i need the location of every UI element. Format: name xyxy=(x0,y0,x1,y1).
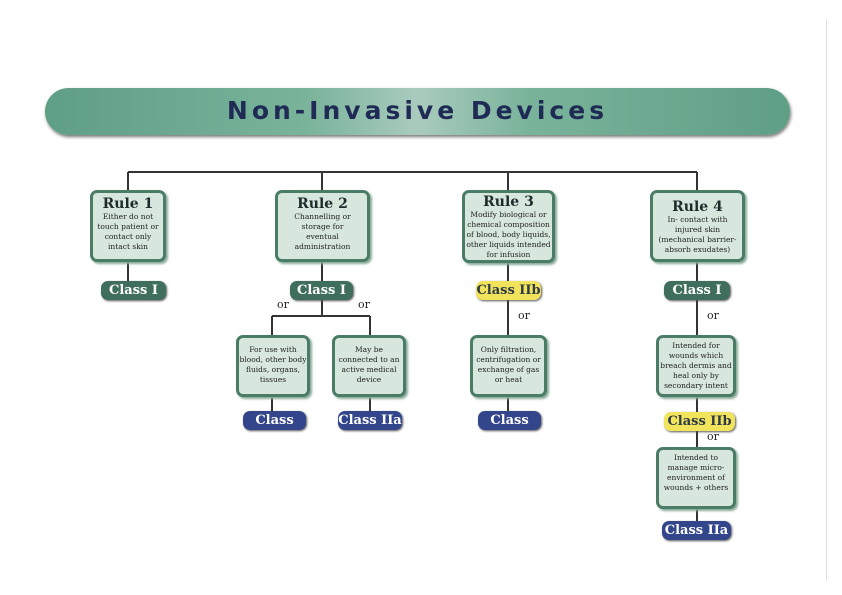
rule-description: In- contact with injured skin (mechanica… xyxy=(658,215,737,254)
class-badge: Class I xyxy=(664,281,730,300)
rule-description: Either do not touch patient or contact o… xyxy=(97,212,159,251)
class-badge: Class IIa xyxy=(243,411,306,447)
rule-title: Rule 4 xyxy=(672,199,723,215)
sub-criterion-box: Only filtration, centrifugation or excha… xyxy=(470,335,547,397)
rule-title: Rule 3 xyxy=(483,194,534,210)
rule-description: Modify biological or chemical compositio… xyxy=(466,210,551,259)
or-label: or xyxy=(518,309,530,322)
rule-title: Rule 1 xyxy=(102,196,154,212)
class-badge: Class I xyxy=(290,281,353,300)
or-label: or xyxy=(358,298,370,311)
class-badge: Class I xyxy=(101,281,166,300)
or-label: or xyxy=(707,309,719,322)
rule-description: Channelling or storage for eventual admi… xyxy=(294,212,351,251)
diagram-title: Non-Invasive Devices xyxy=(226,96,609,125)
title-banner: Non-Invasive Devices xyxy=(45,88,790,135)
rule-title: Rule 2 xyxy=(297,196,348,212)
class-badge: Class IIb xyxy=(664,412,735,431)
class-badge: Class IIa xyxy=(338,411,402,430)
class-badge: Class IIa xyxy=(478,411,541,447)
class-badge: Class IIb xyxy=(476,281,541,300)
or-label: or xyxy=(277,298,289,311)
sub-criterion-box: Intended to manage micro- environment of… xyxy=(656,447,736,509)
sub-criterion-box: Intended for wounds which breach dermis … xyxy=(656,335,736,397)
or-label: or xyxy=(707,430,719,443)
page-edge xyxy=(826,20,827,580)
class-badge: Class IIa xyxy=(662,521,731,540)
sub-criterion-box: For use with blood, other body fluids, o… xyxy=(236,335,310,397)
sub-criterion-box: May be connected to an active medical de… xyxy=(332,335,406,397)
